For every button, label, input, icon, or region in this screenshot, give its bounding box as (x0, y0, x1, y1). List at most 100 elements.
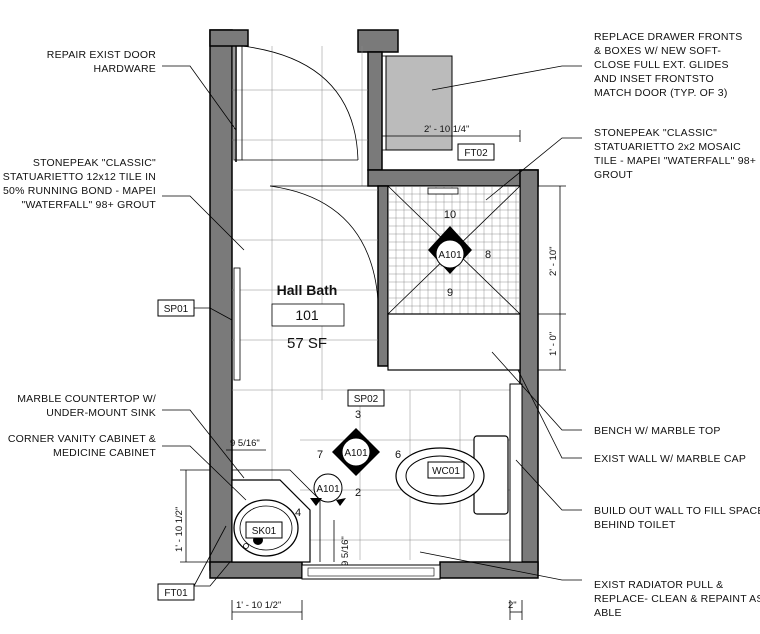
dimension-vanity-vertical: 9 5/16" (333, 520, 351, 566)
dimension-bottom-right: 2" (508, 600, 523, 620)
note-repair-door-line1: REPAIR EXIST DOOR (47, 49, 156, 61)
tag-ft01: FT01 (157, 583, 195, 601)
elev-num-7: 7 (317, 449, 323, 461)
tag-ft02: FT02 (457, 143, 495, 161)
note-stonepeak-12x12: STONEPEAK "CLASSIC" STATUARIETTO 12x12 T… (3, 157, 157, 211)
vanity (231, 469, 321, 563)
note-exist-wall: EXIST WALL W/ MARBLE CAP (594, 453, 746, 465)
tag-sk01: SK01 (245, 521, 283, 539)
room-area: 57 SF (287, 335, 327, 352)
right-wall (519, 169, 539, 571)
note-exist-wall-line1: EXIST WALL W/ MARBLE CAP (594, 453, 746, 465)
tag-sp02-text: SP02 (354, 394, 379, 405)
note-2x2-line2: STATUARIETTO 2x2 MOSAIC (594, 141, 741, 153)
drawer-box (385, 55, 453, 151)
shower-bench (387, 313, 521, 371)
elev-num-8: 8 (485, 249, 491, 261)
tag-ft01-text: FT01 (164, 588, 188, 599)
note-drawer-line5: MATCH DOOR (TYP. OF 3) (594, 87, 728, 99)
room-name: Hall Bath (277, 282, 338, 298)
elevation-marker-vanity: A101 (310, 473, 346, 506)
left-wall (209, 29, 233, 571)
note-bench: BENCH W/ MARBLE TOP (594, 425, 721, 437)
tag-sk01-text: SK01 (252, 526, 277, 537)
note-marble-countertop: MARBLE COUNTERTOP W/ UNDER-MOUNT SINK (17, 393, 156, 419)
note-vanity-line1: CORNER VANITY CABINET & (8, 433, 156, 445)
dimension-left: 1' - 10 1/2" (174, 469, 210, 563)
elevation-marker-toilet: A101 (332, 428, 380, 476)
note-12x12-line1: STONEPEAK "CLASSIC" (33, 157, 156, 169)
top-drawer-wall (357, 29, 399, 53)
elev-num-3: 3 (355, 409, 361, 421)
note-countertop-line2: UNDER-MOUNT SINK (46, 407, 156, 419)
room-label: Hall Bath 101 57 SF (271, 282, 345, 352)
tag-wc01-text: WC01 (432, 466, 460, 477)
note-radiator-line2: REPLACE- CLEAN & REPAINT AS (594, 593, 760, 605)
dim-bench-depth: 1' - 0" (548, 332, 559, 356)
tag-sp01-text: SP01 (164, 304, 189, 315)
note-drawer-line3: CLOSE FULL EXT. GLIDES (594, 59, 729, 71)
note-stonepeak-2x2: STONEPEAK "CLASSIC" STATUARIETTO 2x2 MOS… (594, 127, 756, 181)
tag-wc01: WC01 (427, 461, 465, 479)
dim-drawer-width: 2' - 10 1/4" (424, 124, 469, 135)
towel-bar (233, 267, 241, 381)
note-2x2-line1: STONEPEAK "CLASSIC" (594, 127, 717, 139)
note-replace-drawer: REPLACE DRAWER FRONTS & BOXES W/ NEW SOF… (594, 31, 743, 99)
door (233, 45, 359, 162)
tag-sp02: SP02 (347, 389, 385, 407)
tag-sp01: SP01 (157, 299, 195, 317)
tag-ft02-text: FT02 (464, 148, 488, 159)
note-2x2-line3: TILE - MAPEI "WATERFALL" 98+ (594, 155, 756, 167)
radiator (301, 564, 441, 580)
drawer-cabinet (382, 55, 453, 151)
dimension-bottom: 1' - 10 1/2" (231, 600, 303, 620)
leaders (162, 65, 582, 587)
note-build-out-line2: BEHIND TOILET (594, 519, 676, 531)
note-radiator-line3: ABLE (594, 607, 622, 619)
note-12x12-line4: "WATERFALL" 98+ GROUT (22, 199, 157, 211)
dim-vanity-vertical: 9 5/16" (340, 536, 351, 566)
dim-bottom-width: 1' - 10 1/2" (236, 600, 281, 611)
dimension-vanity-small: 9 5/16" (226, 438, 266, 451)
dim-bottom-right: 2" (508, 600, 517, 611)
room-number: 101 (295, 307, 319, 323)
note-12x12-line2: STATUARIETTO 12x12 TILE IN (3, 171, 156, 183)
note-2x2-line4: GROUT (594, 169, 633, 181)
floor-tile-pattern (232, 46, 510, 560)
dimension-bench-depth: 1' - 0" (538, 314, 566, 371)
a101-label-vanity: A101 (316, 484, 340, 495)
note-build-out-line1: BUILD OUT WALL TO FILL SPACE (594, 505, 760, 517)
note-12x12-line3: 50% RUNNING BOND - MAPEI (3, 185, 156, 197)
showerhead (427, 187, 459, 195)
room-number-box (271, 303, 345, 327)
dim-shower-depth: 2' - 10" (548, 247, 559, 276)
elev-num-9: 9 (447, 287, 453, 299)
bottom-right-wall (439, 561, 539, 579)
drawer-side-wall (367, 51, 383, 171)
note-radiator: EXIST RADIATOR PULL & REPLACE- CLEAN & R… (594, 579, 760, 619)
note-radiator-line1: EXIST RADIATOR PULL & (594, 579, 723, 591)
mosaic-tile-grid (388, 186, 520, 314)
note-build-out: BUILD OUT WALL TO FILL SPACE BEHIND TOIL… (594, 505, 760, 531)
note-drawer-line2: & BOXES W/ NEW SOFT- (594, 45, 721, 57)
radiator-body (301, 564, 441, 580)
shower-left-wall (377, 185, 389, 367)
build-out-wall (509, 383, 523, 563)
note-repair-door: REPAIR EXIST DOOR HARDWARE (47, 49, 156, 75)
dimension-drawer: 2' - 10 1/4" (381, 124, 521, 142)
elev-num-2: 2 (355, 487, 361, 499)
dim-vanity-small: 9 5/16" (230, 438, 260, 449)
note-corner-vanity: CORNER VANITY CABINET & MEDICINE CABINET (8, 433, 156, 459)
note-drawer-line1: REPLACE DRAWER FRONTS (594, 31, 743, 43)
note-drawer-line4: AND INSET FRONTSTO (594, 73, 714, 85)
a101-label-shower: A101 (438, 250, 462, 261)
top-left-wall (209, 29, 249, 47)
note-repair-door-line2: HARDWARE (94, 63, 156, 75)
elevation-marker-shower: A101 (428, 226, 472, 274)
elev-num-6: 6 (395, 449, 401, 461)
note-bench-line1: BENCH W/ MARBLE TOP (594, 425, 721, 437)
dim-left-depth: 1' - 10 1/2" (174, 507, 185, 552)
note-countertop-line1: MARBLE COUNTERTOP W/ (17, 393, 156, 405)
dimension-shower-depth: 2' - 10" (538, 185, 566, 315)
